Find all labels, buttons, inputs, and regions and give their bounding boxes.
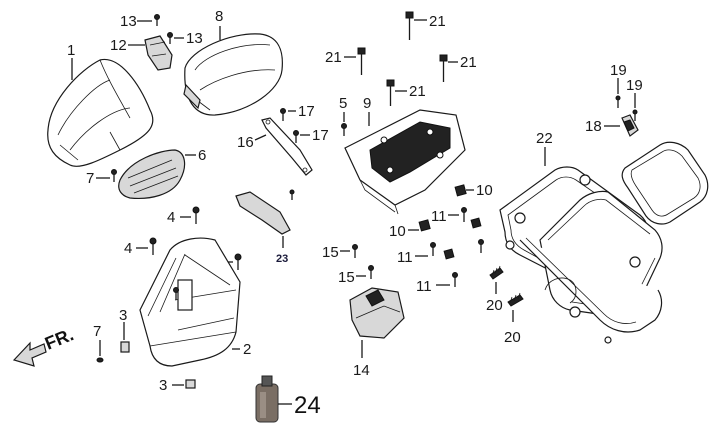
part-23-bracket xyxy=(235,189,295,235)
screw-19b xyxy=(632,109,638,121)
screw-5 xyxy=(341,123,347,136)
callout-7a: 7 xyxy=(86,170,94,187)
callout-15b: 15 xyxy=(338,269,355,286)
spring-20b xyxy=(507,292,524,307)
callout-8: 8 xyxy=(215,8,223,25)
front-direction-arrow xyxy=(12,341,47,367)
bolt-21b xyxy=(357,47,366,75)
callout-10a: 10 xyxy=(476,182,493,199)
callout-13a: 13 xyxy=(120,13,137,30)
bolt-11d xyxy=(478,239,484,253)
callout-10b: 10 xyxy=(389,223,406,240)
callout-17b: 17 xyxy=(312,127,329,144)
callout-20a: 20 xyxy=(486,297,503,314)
callout-21d: 21 xyxy=(409,83,426,100)
callout-17a: 17 xyxy=(298,103,315,120)
screw-7b xyxy=(96,340,104,363)
callout-21b: 21 xyxy=(325,49,342,66)
nut-10b xyxy=(418,219,431,232)
clip-3a xyxy=(120,341,130,353)
screw-15b xyxy=(368,265,374,279)
callout-15a: 15 xyxy=(322,244,339,261)
callout-4b: 4 xyxy=(124,240,132,257)
callout-23: 23 xyxy=(276,253,288,265)
screw-13a xyxy=(154,14,160,26)
screw-7a xyxy=(111,169,117,182)
part-1-seat-cowl xyxy=(47,58,154,167)
part-9-carrier-plate xyxy=(344,109,466,215)
screw-4-box xyxy=(173,287,179,300)
bolt-11b xyxy=(430,242,436,256)
part-22-carrier-frame xyxy=(499,141,709,344)
part-14-bracket xyxy=(349,287,405,339)
screw-17a xyxy=(280,108,286,121)
callout-11c: 11 xyxy=(416,278,432,295)
callout-19a: 19 xyxy=(610,62,627,79)
callout-3a: 3 xyxy=(119,307,127,324)
callout-24: 24 xyxy=(294,392,321,419)
bolt-11c xyxy=(452,272,458,287)
clip-3b xyxy=(185,379,196,389)
callout-4a: 4 xyxy=(167,209,175,226)
screw-19a xyxy=(615,95,621,108)
callout-19b: 19 xyxy=(626,77,643,94)
callout-7b: 7 xyxy=(93,323,101,340)
callout-5: 5 xyxy=(339,95,347,112)
callout-21c: 21 xyxy=(460,54,477,71)
part-8-box-lid xyxy=(183,33,283,116)
screw-15a xyxy=(352,244,358,258)
callout-1: 1 xyxy=(67,42,75,59)
part-24-cylinder xyxy=(255,375,279,423)
nut-10c xyxy=(470,217,482,229)
callout-3b: 3 xyxy=(159,377,167,394)
callout-12: 12 xyxy=(110,37,127,54)
part-12-bracket xyxy=(144,35,173,71)
spring-20a xyxy=(489,265,504,280)
screw-17b xyxy=(293,130,299,143)
screw-13b xyxy=(167,32,173,44)
callout-2: 2 xyxy=(243,341,251,358)
part-2-storage-box xyxy=(139,237,241,367)
callout-20b: 20 xyxy=(504,329,521,346)
part-18-clamp xyxy=(621,114,639,137)
bolt-21a xyxy=(405,11,414,40)
callout-16: 16 xyxy=(237,134,254,151)
callout-14: 14 xyxy=(353,362,370,379)
screw-4a xyxy=(192,206,200,224)
callout-18: 18 xyxy=(585,118,602,135)
callout-22: 22 xyxy=(536,130,553,147)
screw-4b xyxy=(149,237,157,255)
bolt-21c xyxy=(439,54,448,82)
nut-10a xyxy=(454,184,467,197)
screw-4c xyxy=(234,253,242,270)
nut-10d xyxy=(443,248,455,260)
bolt-11a xyxy=(461,207,467,222)
callout-11b: 11 xyxy=(397,249,413,266)
callout-9: 9 xyxy=(363,95,371,112)
callout-21a: 21 xyxy=(429,13,446,30)
callout-13b: 13 xyxy=(186,30,203,47)
part-16-stay xyxy=(261,117,313,176)
callout-6: 6 xyxy=(198,147,206,164)
part-6-cover xyxy=(118,149,186,200)
front-direction-label: FR. xyxy=(42,324,76,353)
callout-11a: 11 xyxy=(431,208,447,225)
bolt-21d xyxy=(386,79,395,106)
